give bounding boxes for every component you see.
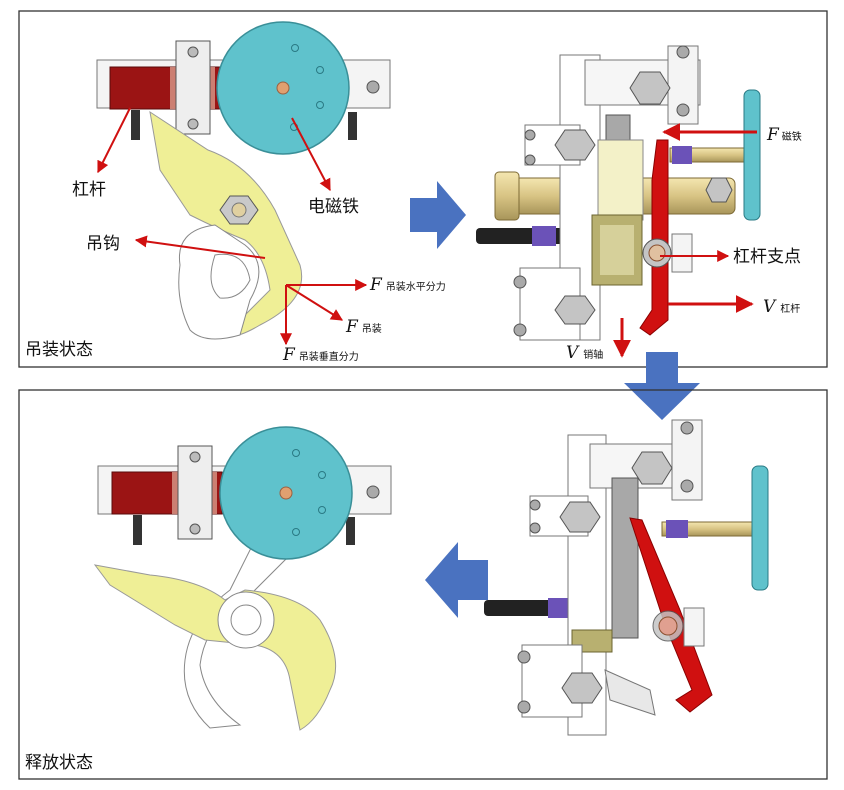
label-electromagnet: 电磁铁 [308, 197, 359, 217]
top-right-assembly [476, 45, 761, 341]
lever-red [639, 139, 669, 336]
panel-title-lifting: 吊装状态 [25, 340, 93, 360]
label-lever-fulcrum: 杠杆支点 [733, 247, 801, 267]
panel-release-state: 释放状态 [18, 389, 828, 780]
block-arrow-icon [410, 181, 466, 249]
block-arrow-icon [624, 352, 700, 420]
bottom-left-assembly [93, 426, 392, 731]
bottom-right-assembly [484, 419, 769, 736]
label-lever: 杠杆 [72, 180, 106, 200]
panel-title-release: 释放状态 [25, 753, 93, 773]
block-arrow-icon [425, 542, 488, 618]
hook-yellow [149, 110, 303, 337]
top-left-assembly [96, 21, 391, 340]
label-hook: 吊钩 [86, 234, 120, 254]
